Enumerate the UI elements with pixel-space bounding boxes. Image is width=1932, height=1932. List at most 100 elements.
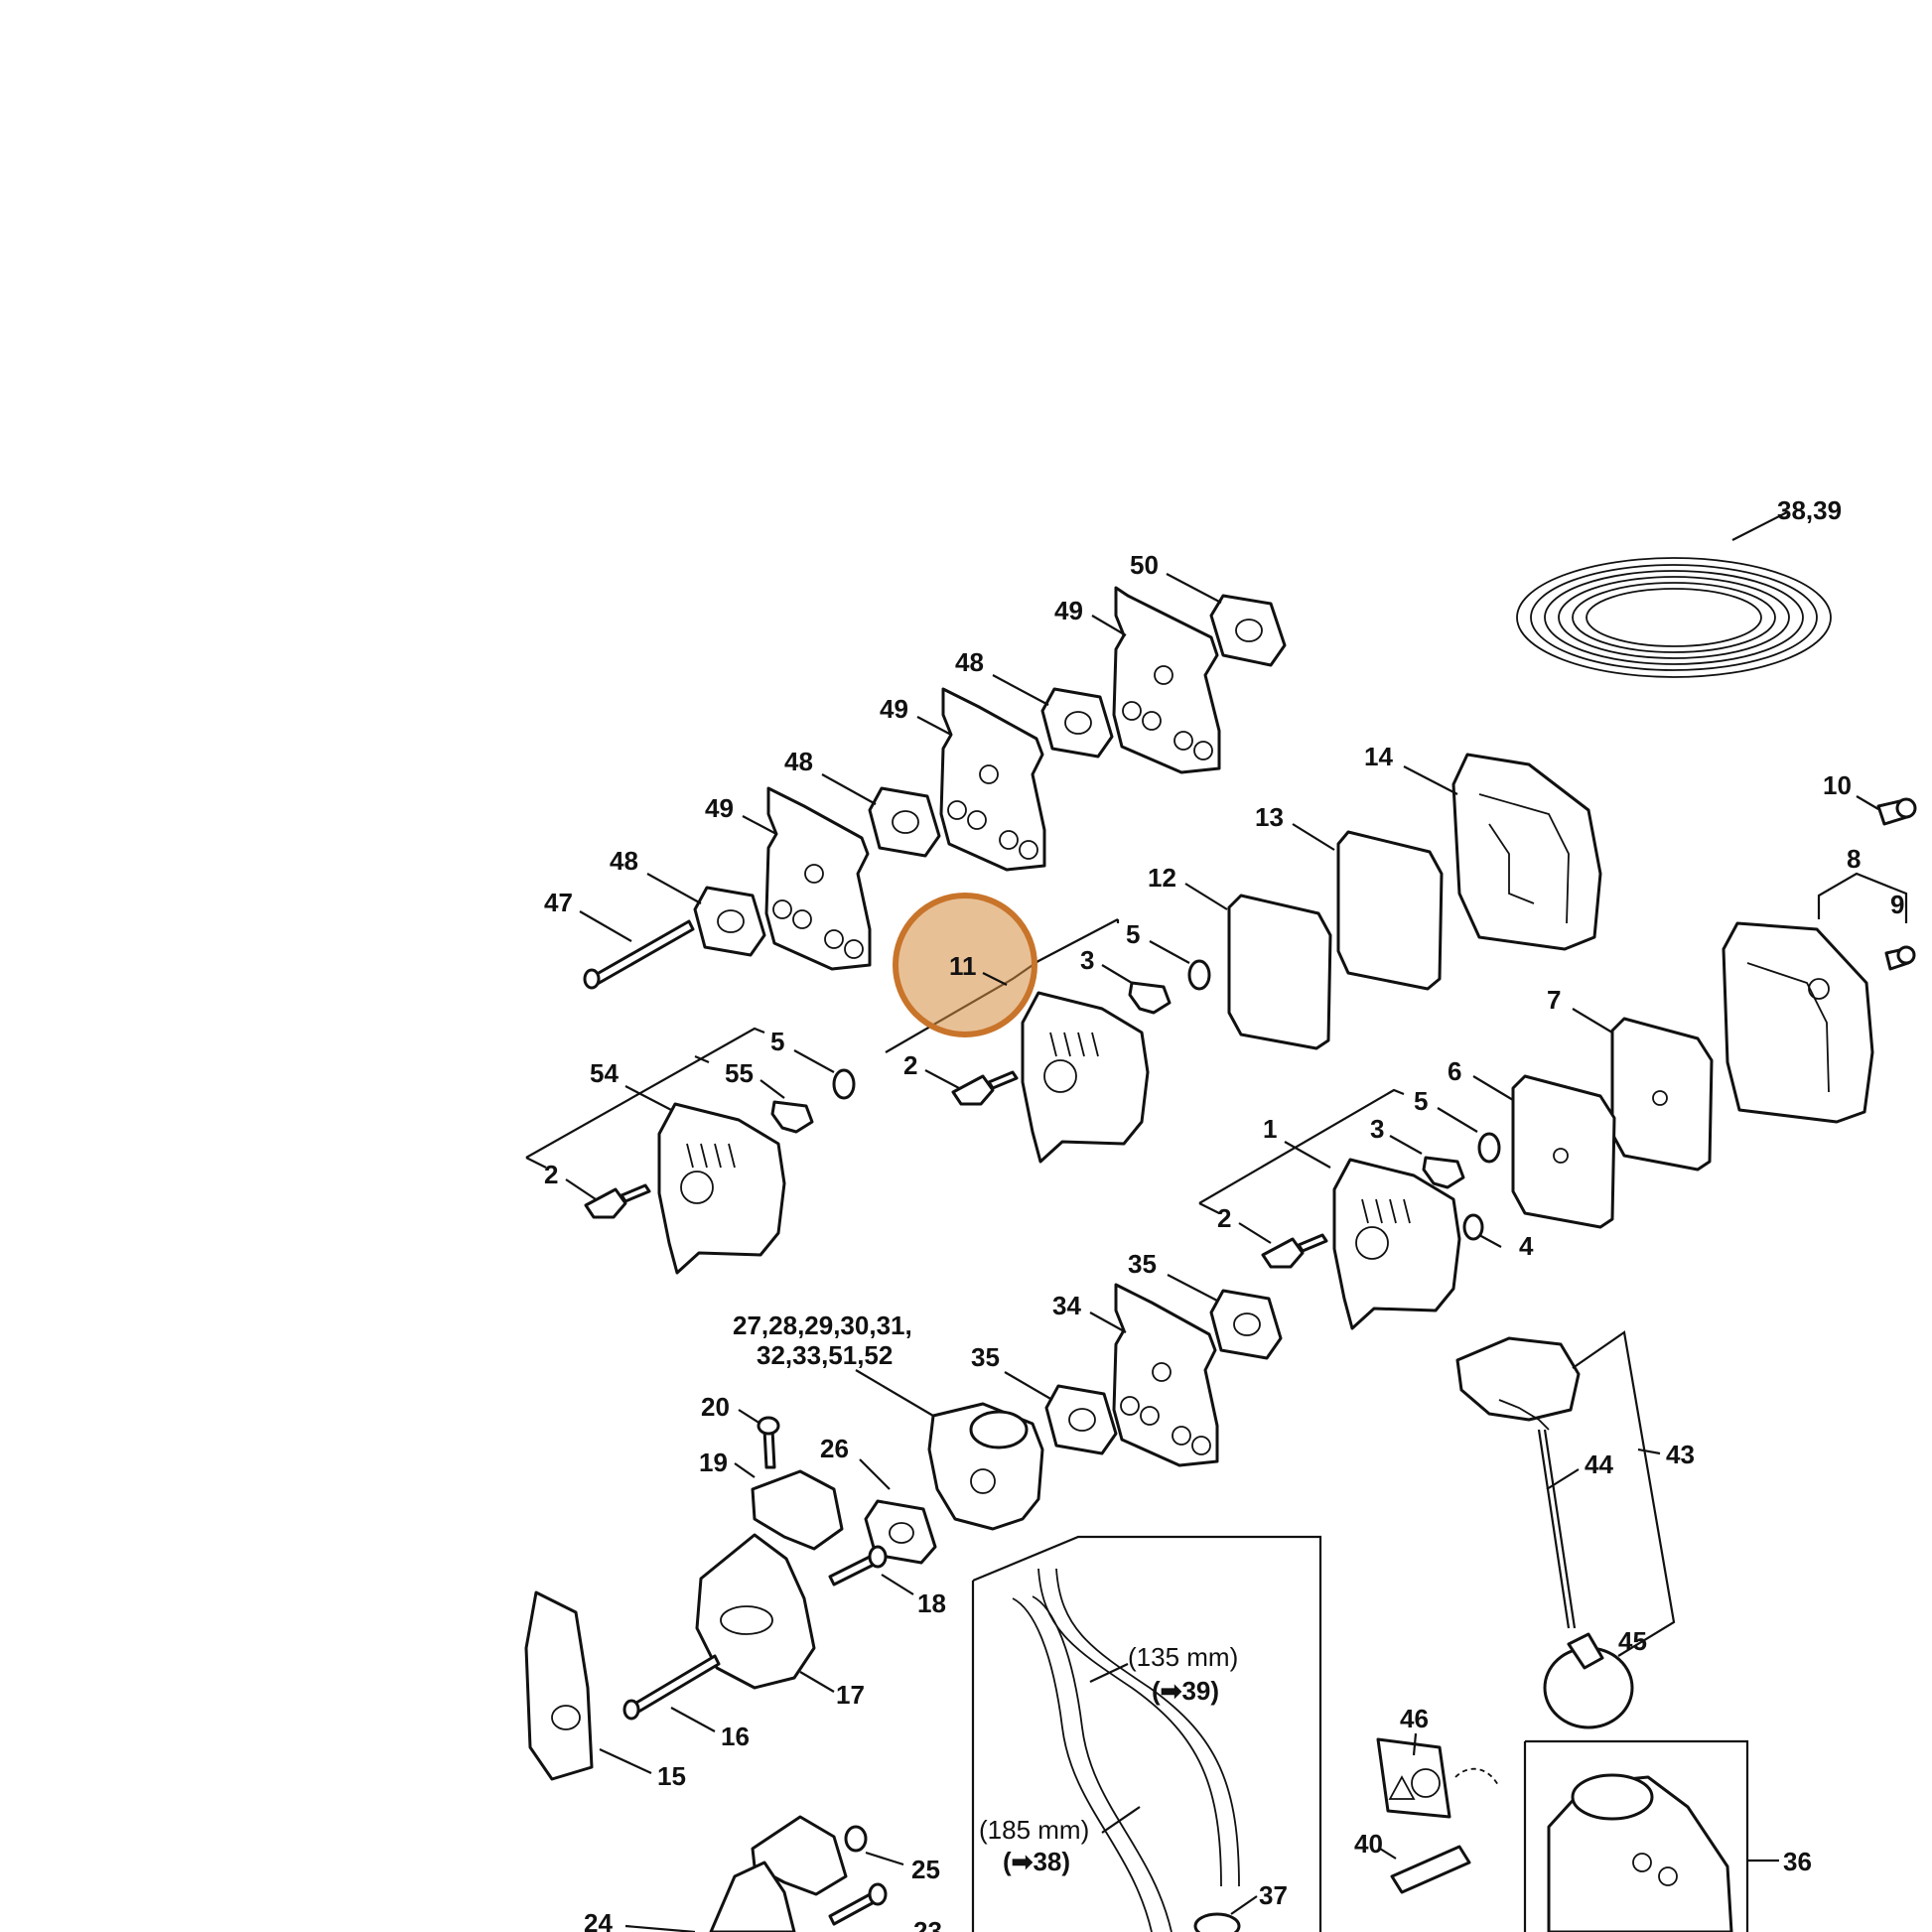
plate-49-middle [939, 687, 1046, 872]
washer-25 [844, 1825, 868, 1853]
grommet-40 [1390, 1845, 1471, 1894]
callout-13[interactable]: 13 [1255, 802, 1284, 832]
callout-48-a[interactable]: 48 [955, 647, 984, 677]
callout-26[interactable]: 26 [820, 1434, 849, 1463]
callout-32-52[interactable]: 32,33,51,52 [757, 1340, 893, 1370]
callout-40[interactable]: 40 [1354, 1829, 1383, 1859]
callout-55[interactable]: 55 [725, 1058, 754, 1088]
clip-55 [770, 1100, 814, 1134]
callout-25[interactable]: 25 [911, 1855, 940, 1884]
callout-35-a[interactable]: 35 [1128, 1249, 1157, 1279]
warning-label-46 [1376, 1737, 1451, 1819]
plate-49-top [1112, 586, 1221, 774]
gasket-48-a [1040, 687, 1114, 759]
callout-47[interactable]: 47 [544, 888, 573, 917]
callout-4[interactable]: 4 [1519, 1231, 1534, 1261]
screw-23 [828, 1882, 888, 1926]
intake-flange-17 [695, 1533, 816, 1690]
callout-45[interactable]: 45 [1618, 1626, 1647, 1656]
gasket-50 [1209, 594, 1287, 667]
hose-135-ref: (➡39) [1152, 1676, 1219, 1706]
hose-185-ref: (➡38) [1003, 1847, 1070, 1876]
fuel-cap-43 [1455, 1336, 1581, 1431]
callout-48-c[interactable]: 48 [610, 846, 638, 876]
callout-5-b[interactable]: 5 [770, 1027, 784, 1056]
screw-16 [622, 1654, 721, 1721]
callout-43[interactable]: 43 [1666, 1440, 1695, 1469]
filter-6 [1511, 1074, 1616, 1229]
callout-46[interactable]: 46 [1400, 1704, 1429, 1733]
clip-3-a [1128, 981, 1172, 1015]
callout-5-a[interactable]: 5 [1126, 919, 1140, 949]
filter-7 [1610, 1017, 1714, 1172]
callout-12[interactable]: 12 [1148, 863, 1176, 893]
callout-6[interactable]: 6 [1448, 1056, 1461, 1086]
callout-36[interactable]: 36 [1783, 1847, 1812, 1876]
nut-4 [1462, 1213, 1484, 1241]
callout-17[interactable]: 17 [836, 1680, 865, 1710]
gasket-35-b [1044, 1384, 1118, 1455]
callout-3-b[interactable]: 3 [1370, 1114, 1384, 1144]
callout-2-a[interactable]: 2 [903, 1050, 917, 1080]
callout-54[interactable]: 54 [590, 1058, 619, 1088]
callout-44[interactable]: 44 [1585, 1449, 1613, 1479]
hose-135-length: (135 mm) [1128, 1642, 1238, 1672]
callout-9[interactable]: 9 [1890, 890, 1904, 919]
callout-8[interactable]: 8 [1847, 844, 1861, 874]
bolt-2-a [951, 1070, 1019, 1106]
bolt-2-b [584, 1183, 651, 1219]
callout-5-c[interactable]: 5 [1414, 1086, 1428, 1116]
callout-27-31[interactable]: 27,28,29,30,31, [733, 1311, 912, 1340]
callout-2-b[interactable]: 2 [544, 1160, 558, 1189]
plate-49-lower [764, 786, 872, 971]
gasket-15 [524, 1590, 594, 1781]
fuel-tank-36 [1547, 1773, 1733, 1932]
carburetor [927, 1402, 1044, 1531]
callout-38-39[interactable]: 38,39 [1777, 495, 1842, 525]
gasket-35-a [1209, 1289, 1283, 1360]
callout-49-a[interactable]: 49 [1054, 596, 1083, 625]
callout-3-a[interactable]: 3 [1080, 945, 1094, 975]
callout-14[interactable]: 14 [1364, 742, 1393, 771]
gasket-48-b [868, 786, 941, 858]
callout-35-b[interactable]: 35 [971, 1342, 1000, 1372]
bolt-2-c [1261, 1233, 1328, 1269]
filter-cover-14 [1451, 753, 1602, 951]
callout-49-c[interactable]: 49 [705, 793, 734, 823]
clip-3-b [1422, 1156, 1465, 1189]
callout-23[interactable]: 23 [913, 1916, 942, 1932]
callout-50[interactable]: 50 [1130, 550, 1159, 580]
air-filter-housing-11 [1021, 991, 1150, 1164]
callout-37[interactable]: 37 [1259, 1880, 1288, 1910]
callout-49-b[interactable]: 49 [880, 694, 908, 724]
screw-10 [1876, 797, 1917, 826]
callout-1[interactable]: 1 [1263, 1114, 1277, 1144]
filter-13 [1336, 830, 1444, 991]
callout-18[interactable]: 18 [917, 1588, 946, 1618]
filter-12 [1227, 894, 1332, 1050]
callout-19[interactable]: 19 [699, 1448, 728, 1477]
washer-5-a [1187, 959, 1211, 991]
highlight-marker-11[interactable]: 11 [893, 893, 1037, 1037]
callout-11[interactable]: 11 [949, 951, 977, 981]
flange-lower [709, 1861, 796, 1932]
callout-2-c[interactable]: 2 [1217, 1203, 1231, 1233]
filter-cover-8 [1722, 921, 1874, 1124]
gasket-48-c [693, 886, 766, 957]
callout-34[interactable]: 34 [1052, 1291, 1081, 1320]
callout-20[interactable]: 20 [701, 1392, 730, 1422]
air-filter-housing-1 [1332, 1158, 1461, 1330]
callout-16[interactable]: 16 [721, 1722, 750, 1751]
air-filter-housing-54 [657, 1102, 786, 1275]
callout-15[interactable]: 15 [657, 1761, 686, 1791]
fuel-filter-45 [1543, 1632, 1634, 1729]
coiled-fuel-hose [1516, 511, 1832, 678]
callout-24[interactable]: 24 [584, 1908, 613, 1932]
screw-47 [583, 919, 695, 990]
callout-48-b[interactable]: 48 [784, 747, 813, 776]
callout-10[interactable]: 10 [1823, 770, 1852, 800]
bracket-19 [751, 1469, 844, 1551]
callout-7[interactable]: 7 [1547, 985, 1561, 1015]
washer-5-b [832, 1068, 856, 1100]
